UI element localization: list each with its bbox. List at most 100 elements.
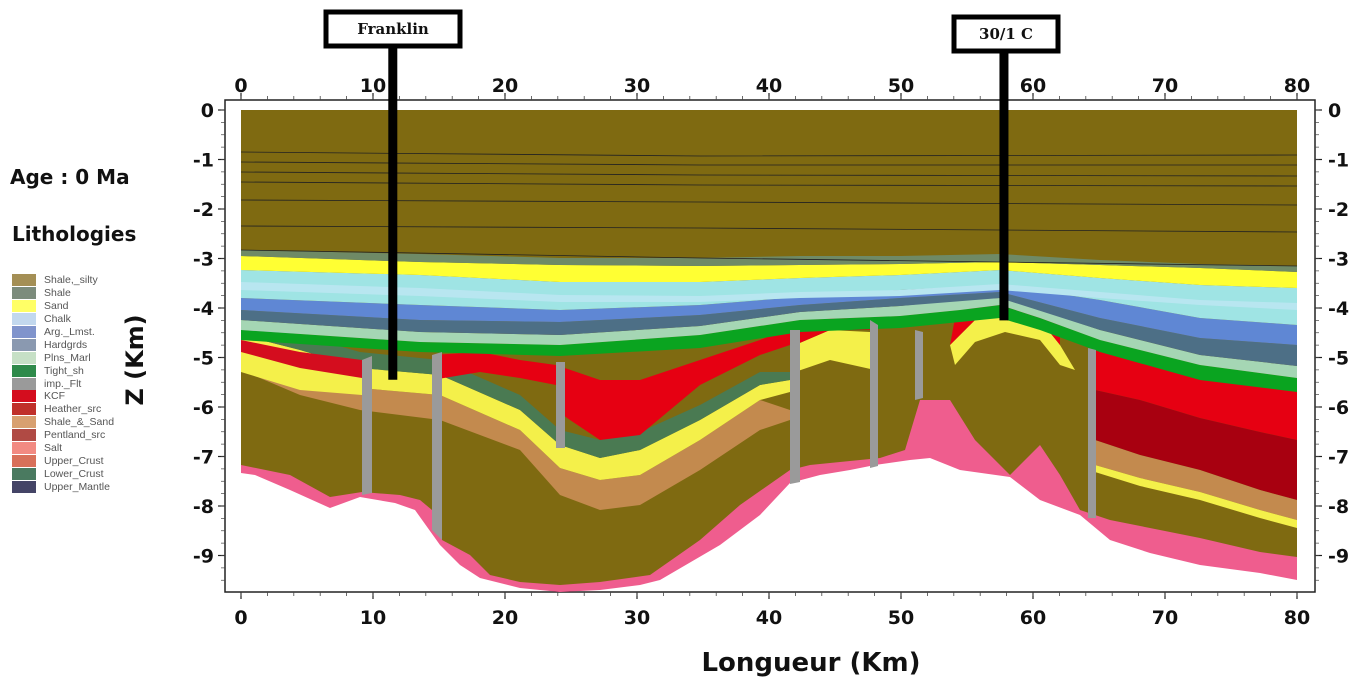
legend-swatch <box>12 326 36 338</box>
legend-label: Shale <box>44 287 71 300</box>
x-tick-label-bottom: 0 <box>234 607 247 629</box>
x-axis-label: Longueur (Km) <box>701 648 921 678</box>
shale-green-band <box>241 250 1297 272</box>
legend-item: Sand <box>12 300 114 313</box>
y-tick-label-right: -6 <box>1328 397 1349 419</box>
fault-5 <box>870 320 878 468</box>
block-sand-center <box>795 330 875 372</box>
legend-label: Upper_Crust <box>44 454 104 467</box>
legend-label: KCF <box>44 390 65 403</box>
legend-item: Arg._Lmst. <box>12 326 114 339</box>
y-tick-label-right: -9 <box>1328 546 1349 568</box>
well-name: 30/1 C <box>979 25 1033 43</box>
legend-label: Shale_&_Sand <box>44 416 115 429</box>
legend-label: imp._Flt <box>44 377 82 390</box>
x-tick-label-bottom: 30 <box>624 607 650 629</box>
legend-item: Hardgrds <box>12 338 114 351</box>
fault-1 <box>362 356 372 495</box>
x-tick-label-top: 70 <box>1152 75 1178 97</box>
well-name: Franklin <box>357 20 429 38</box>
legend-swatch <box>12 338 36 351</box>
plns-marl-lightgreen <box>241 298 1297 378</box>
x-tick-label-bottom: 70 <box>1152 607 1178 629</box>
y-tick-label-right: -1 <box>1328 150 1349 172</box>
legend-item: Shale <box>12 287 114 300</box>
legend-item: Shale_&_Sand <box>12 416 114 429</box>
y-tick-label-left: -1 <box>193 150 214 172</box>
legend-swatch <box>12 442 36 455</box>
chalk-lighter-blue <box>241 282 1297 310</box>
left-red <box>241 340 362 378</box>
strata-layers <box>241 110 1297 592</box>
y-tick-label-left: -3 <box>193 249 214 271</box>
y-tick-label-right: -3 <box>1328 249 1349 271</box>
y-tick-label-right: -8 <box>1328 496 1349 518</box>
legend-item: Pentland_src <box>12 429 114 442</box>
lithologies-title: Lithologies <box>12 222 137 246</box>
legend-label: Arg._Lmst. <box>44 326 95 338</box>
legend-item: Salt <box>12 442 114 455</box>
x-tick-label-bottom: 60 <box>1020 607 1046 629</box>
kcf-red-mid <box>556 328 790 440</box>
legend-item: imp._Flt <box>12 377 114 390</box>
legend-item: Upper_Crust <box>12 454 114 467</box>
y-tick-label-left: -6 <box>193 397 214 419</box>
legend-label: Upper_Mantle <box>44 480 110 493</box>
fault-2 <box>432 352 442 540</box>
hardgrds-slate <box>241 292 1297 366</box>
age-label: Age : 0 Ma <box>10 165 130 189</box>
tight-shale-green <box>241 320 790 458</box>
shale-sand-lower <box>241 355 790 510</box>
sand-yellow-lower <box>241 335 790 480</box>
legend-item: Plns_Marl <box>12 351 114 364</box>
legend-item: Lower_Crust <box>12 467 114 480</box>
y-tick-label-right: -7 <box>1328 447 1349 469</box>
x-tick-label-bottom: 50 <box>888 607 914 629</box>
y-tick-label-left: -2 <box>193 199 214 221</box>
y-tick-label-left: 0 <box>201 100 214 122</box>
x-tick-label-bottom: 20 <box>492 607 518 629</box>
x-tick-label-top: 10 <box>360 75 386 97</box>
legend-item: Heather_src <box>12 403 114 416</box>
legend-swatch <box>12 300 36 313</box>
fault-4 <box>790 330 800 484</box>
fault-6 <box>915 330 923 400</box>
legend-swatch <box>12 313 36 326</box>
legend-item: Tight_sh <box>12 364 114 377</box>
wells: Franklin 30/1 C <box>323 9 1061 380</box>
legend-swatch <box>12 467 36 480</box>
x-ticks-bottom: 0 10 20 30 40 50 60 70 80 <box>234 592 1310 629</box>
y-tick-label-right: -2 <box>1328 199 1349 221</box>
sand-yellow-upper <box>241 256 1297 288</box>
legend-item: Upper_Mantle <box>12 480 114 493</box>
y-ticks-left: 0-1-2-3-4-5-6-7-8-9 <box>193 100 225 581</box>
kcf-red-left <box>432 352 556 385</box>
well-label-box <box>323 9 463 49</box>
legend-swatch <box>12 377 36 390</box>
fault-3 <box>556 362 565 448</box>
y-ticks-right: 0-1-2-3-4-5-6-7-8-9 <box>1315 100 1349 581</box>
legend-label: Pentland_src <box>44 429 106 442</box>
x-tick-label-bottom: 10 <box>360 607 386 629</box>
y-tick-label-right: -5 <box>1328 348 1349 370</box>
well-label-box <box>951 14 1061 54</box>
legend-swatch <box>12 364 36 377</box>
sand-right <box>1095 465 1297 528</box>
faults <box>362 320 1096 540</box>
x-tick-label-bottom: 80 <box>1284 607 1310 629</box>
legend-label: Heather_src <box>44 403 102 416</box>
legend-swatch <box>12 287 36 300</box>
x-tick-label-top: 50 <box>888 75 914 97</box>
legend-swatch <box>12 416 36 429</box>
legend-item: Shale,_silty <box>12 274 114 287</box>
x-tick-label-bottom: 40 <box>756 607 782 629</box>
legend-item: KCF <box>12 390 114 403</box>
x-tick-label-top: 60 <box>1020 75 1046 97</box>
fault-7 <box>1088 348 1096 518</box>
y-tick-label-left: -5 <box>193 348 214 370</box>
legend-label: Sand <box>44 300 69 313</box>
y-tick-label-left: -8 <box>193 496 214 518</box>
